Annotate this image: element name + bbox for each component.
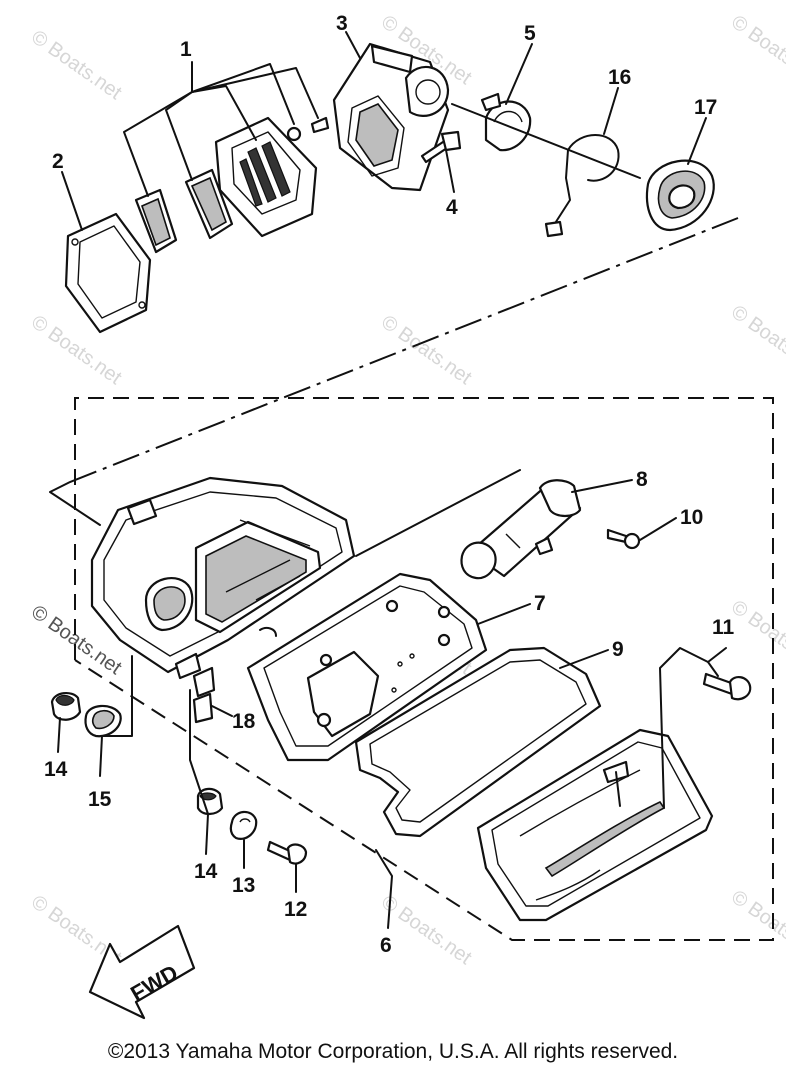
- screw-part-12: [266, 840, 308, 865]
- intake-manifold-part-3: [332, 42, 450, 192]
- assembly-line-end: [49, 481, 101, 526]
- leader-lines: [57, 31, 727, 929]
- assembly-line: [69, 217, 739, 483]
- callout-4: 4: [446, 196, 458, 219]
- gasket-part-2: [64, 212, 152, 334]
- watermark: © Boats.net: [27, 26, 126, 104]
- callout-13: 13: [232, 874, 255, 897]
- watermark: © Boats.net: [727, 11, 786, 89]
- copyright-notice: ©2013 Yamaha Motor Corporation, U.S.A. A…: [107, 1040, 679, 1063]
- callout-1: 1: [180, 38, 192, 61]
- reed-valve-part-1: [134, 116, 330, 254]
- callout-18: 18: [232, 710, 256, 733]
- washer-part-13: [229, 810, 258, 840]
- callout-16: 16: [608, 66, 631, 89]
- grommet-part-14-left: [50, 692, 82, 721]
- callout-10: 10: [680, 506, 703, 529]
- callout-3: 3: [336, 12, 348, 35]
- gasket-plate-part-7: [246, 572, 488, 762]
- seal-loop-part-9: [354, 646, 602, 838]
- callout-14-left: 14: [44, 758, 68, 781]
- screw-part-10: [606, 528, 641, 550]
- watermark: © Boats.net: [727, 301, 786, 379]
- callout-8: 8: [636, 468, 648, 491]
- callout-14-lower: 14: [194, 860, 218, 883]
- grommet-part-14-lower: [196, 787, 224, 816]
- callout-17: 17: [694, 96, 717, 119]
- callout-11: 11: [712, 616, 735, 639]
- callout-2: 2: [52, 150, 64, 173]
- assembly-boundary: [74, 397, 774, 941]
- callout-7: 7: [534, 592, 546, 615]
- callout-12: 12: [284, 898, 307, 921]
- watermark: © Boats.net: [727, 596, 786, 674]
- seal-ring-part-17: [645, 159, 715, 232]
- callout-6: 6: [380, 934, 392, 957]
- watermark: © Boats.net: [377, 891, 476, 969]
- callout-labels: 1 2 3 4 5 6 7 8 9 10 11 12 13 14 14 15 1…: [44, 12, 735, 957]
- tube-part-8: [355, 469, 582, 580]
- bolt-part-4: [420, 130, 462, 164]
- watermark: © Boats.net: [377, 311, 476, 389]
- hose-clip-part-16: [451, 103, 641, 238]
- callout-9: 9: [612, 638, 624, 661]
- callout-15: 15: [88, 788, 112, 811]
- callout-5: 5: [524, 22, 536, 45]
- grommet-part-15: [84, 704, 122, 738]
- watermark: © Boats.net: [727, 886, 786, 964]
- bolt-part-11: [702, 672, 752, 701]
- silencer-housing: [90, 476, 356, 724]
